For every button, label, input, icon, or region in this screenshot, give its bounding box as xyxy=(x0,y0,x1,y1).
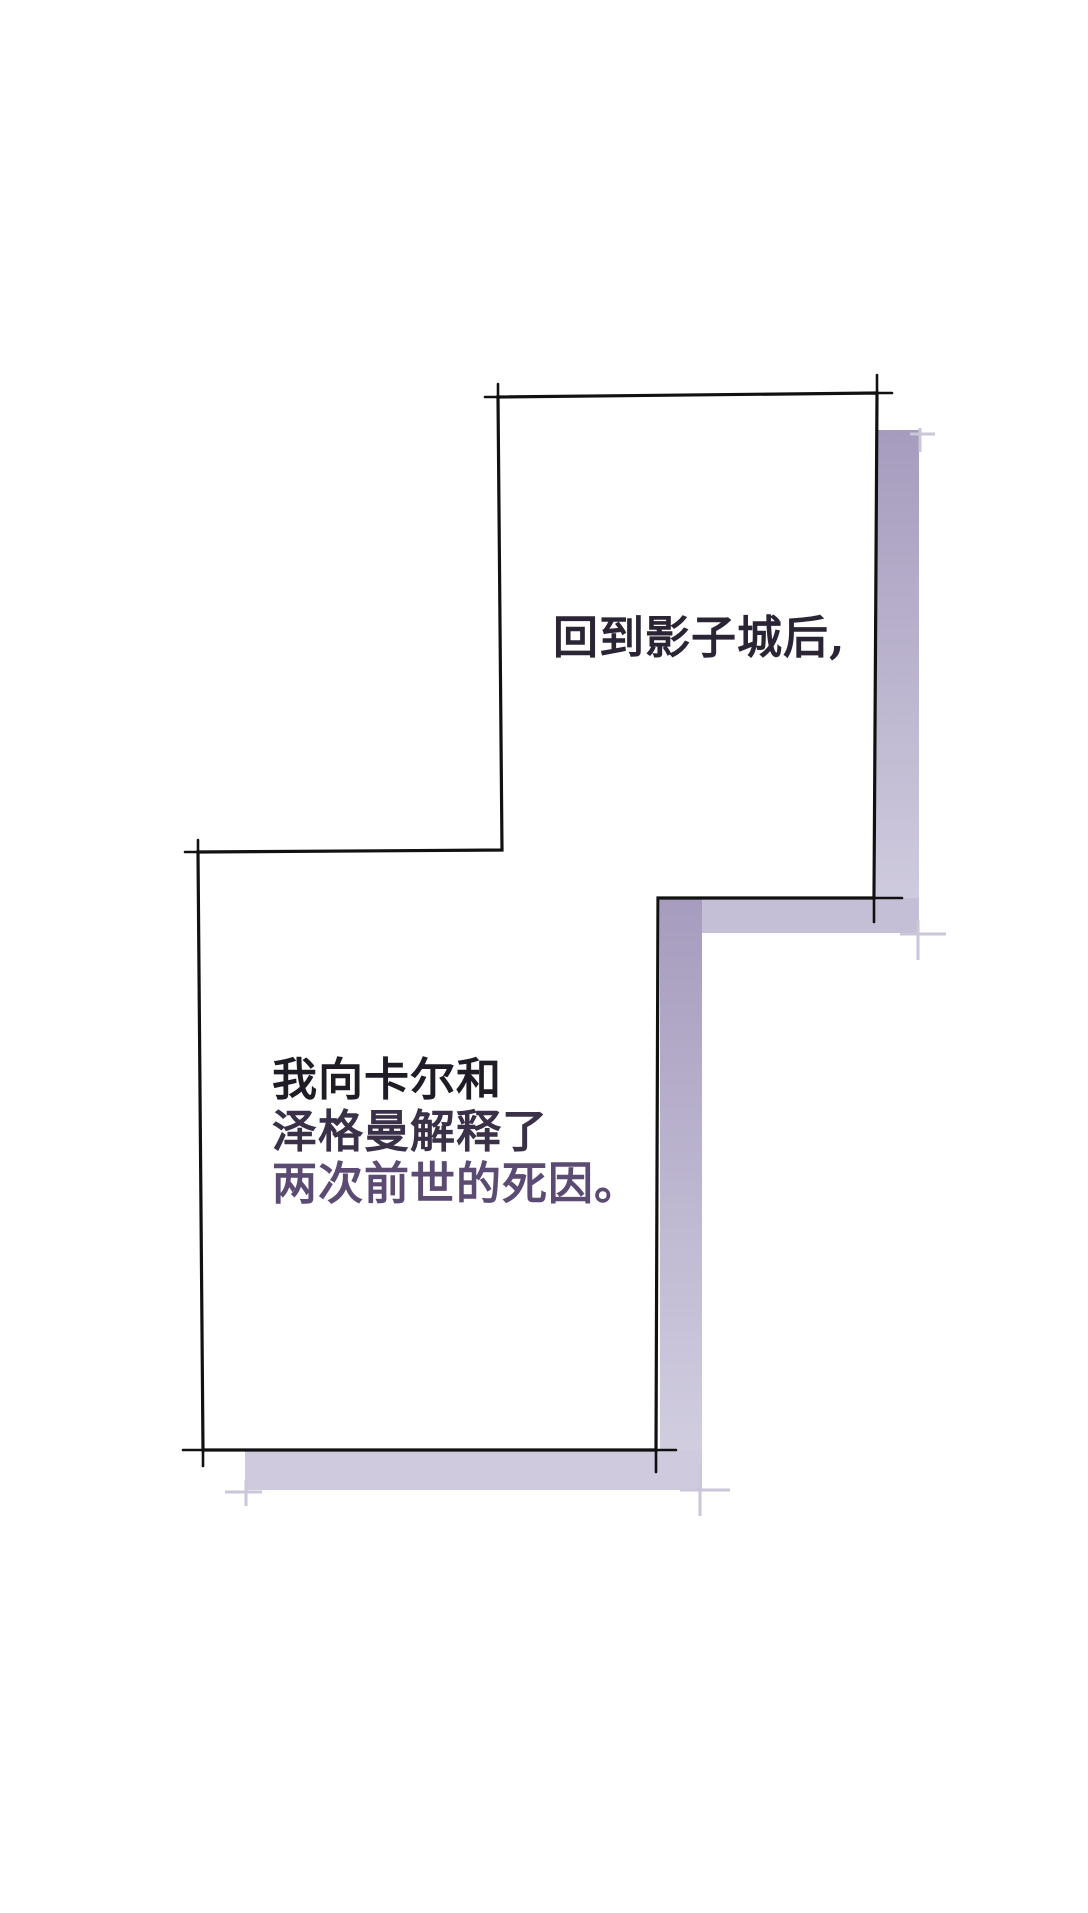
caption-first-text: 回到影子城后, xyxy=(553,611,846,664)
shadow-bottom xyxy=(245,1450,702,1490)
caption-second-line-2: 泽格曼解释了 xyxy=(272,1105,549,1159)
caption-first: 回到影子城后, xyxy=(553,611,846,664)
caption-second-line-1: 我向卡尔和 xyxy=(272,1053,503,1106)
frame-shadow xyxy=(225,428,946,1516)
shadow-right-lower xyxy=(660,898,702,1458)
corner-marks xyxy=(181,373,904,1474)
shadow-step-horizontal xyxy=(660,898,919,933)
shadow-right-upper xyxy=(876,430,919,933)
caption-second: 我向卡尔和 泽格曼解释了 两次前世的死因。 xyxy=(272,1053,641,1211)
caption-second-line-3: 两次前世的死因。 xyxy=(272,1157,641,1211)
